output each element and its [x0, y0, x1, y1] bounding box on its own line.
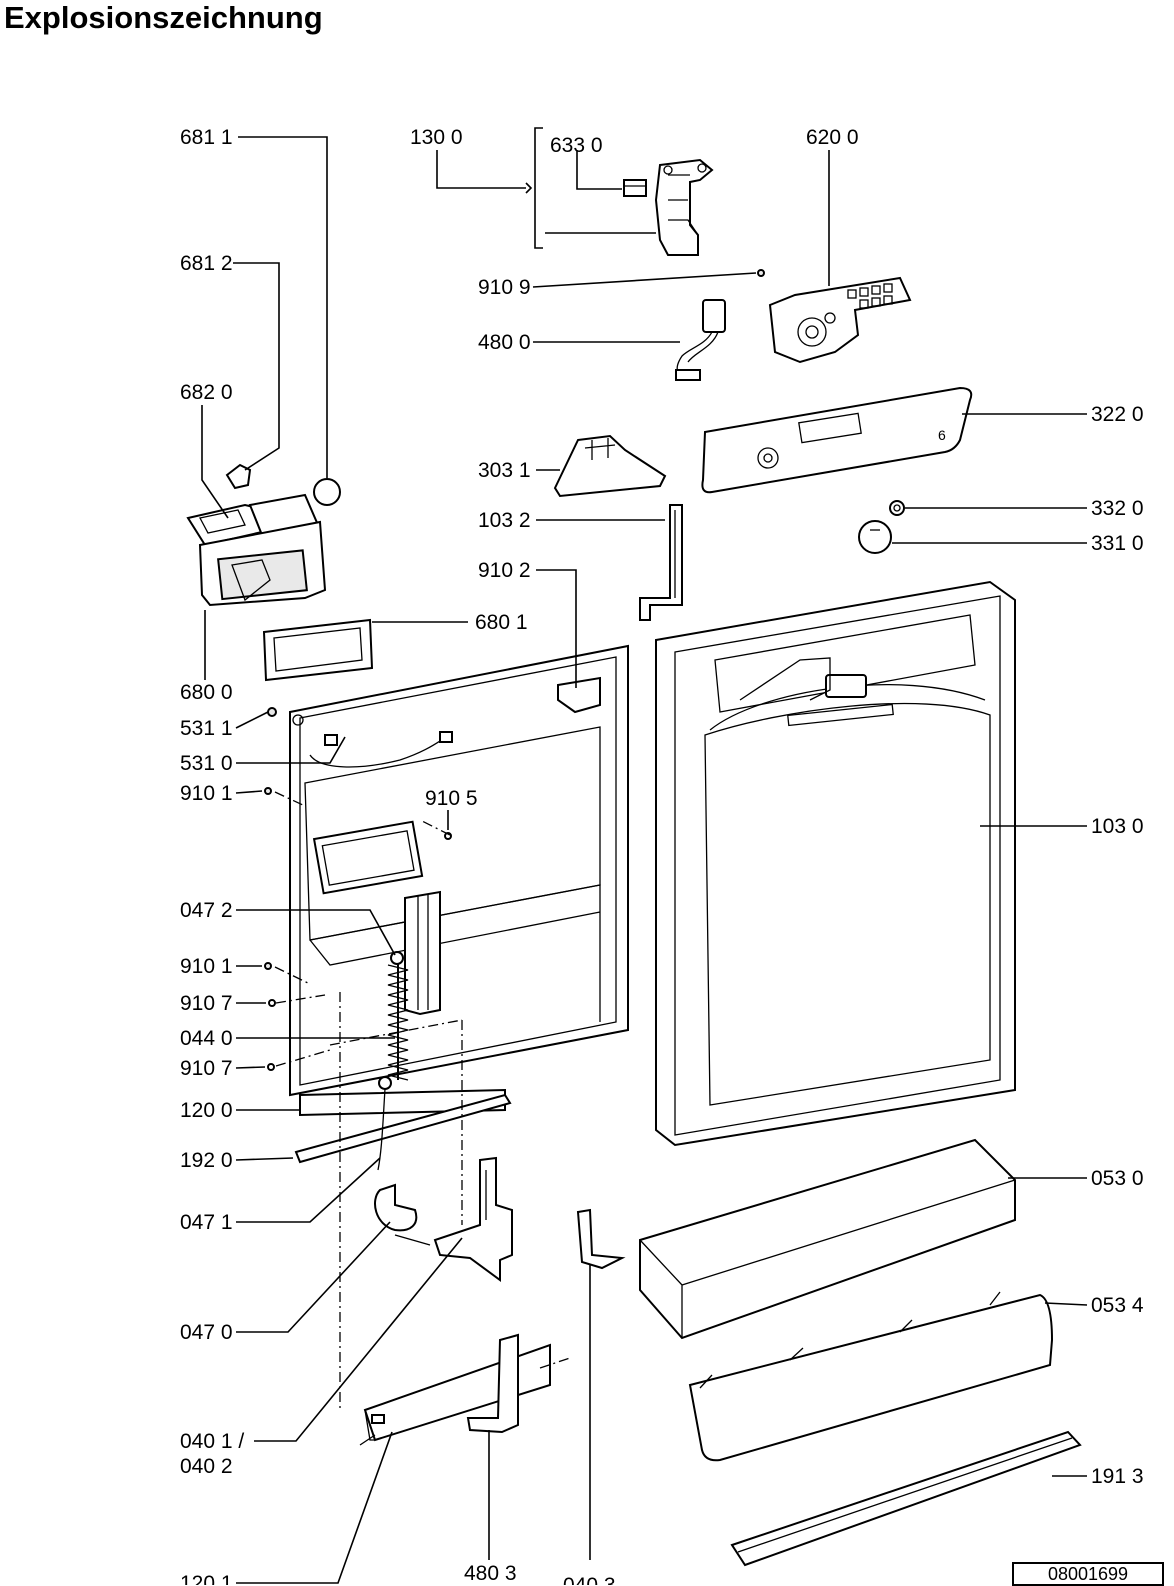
drawing-number-box: 08001699	[1012, 1562, 1164, 1586]
label-331-0: 331 0	[1091, 532, 1144, 555]
part-strip-192-0	[294, 1093, 512, 1164]
svg-text:6: 6	[938, 427, 946, 443]
label-681-2: 681 2	[180, 252, 233, 275]
part-spring-044-0	[378, 951, 409, 1090]
part-control-panel-322-0: 6	[701, 386, 973, 494]
label-910-1-a: 910 1	[180, 782, 233, 805]
label-103-2: 103 2	[478, 509, 531, 532]
part-strip-191-3	[730, 1430, 1082, 1567]
label-910-5: 910 5	[425, 787, 478, 810]
label-047-1: 047 1	[180, 1211, 233, 1234]
part-outer-door-103-0	[655, 580, 1016, 1147]
label-191-3: 191 3	[1091, 1465, 1144, 1488]
part-gasket-680-1	[262, 618, 374, 682]
part-detergent-dispenser-680-0	[186, 493, 327, 607]
label-910-1-b: 910 1	[180, 955, 233, 978]
label-680-0: 680 0	[180, 681, 233, 704]
part-wiring-harness-480-0	[675, 299, 726, 381]
part-kick-panel-053-4	[688, 1291, 1054, 1462]
leader-lines	[201, 136, 1088, 1584]
label-130-0: 130 0	[410, 126, 463, 149]
part-bracket-480-3	[466, 1333, 519, 1434]
label-910-2: 910 2	[478, 559, 531, 582]
part-toe-kick-053-0	[639, 1138, 1016, 1340]
label-303-1: 303 1	[478, 459, 531, 482]
label-120-1: 120 1	[180, 1572, 233, 1585]
label-103-0: 103 0	[1091, 815, 1144, 838]
label-053-4: 053 4	[1091, 1294, 1144, 1317]
part-angle-040-3	[576, 1208, 626, 1270]
label-192-0: 192 0	[180, 1149, 233, 1172]
label-682-0: 682 0	[180, 381, 233, 404]
label-322-0: 322 0	[1091, 403, 1144, 426]
label-053-0: 053 0	[1091, 1167, 1144, 1190]
label-531-1: 531 1	[180, 717, 233, 740]
label-910-7-b: 910 7	[180, 1057, 233, 1080]
label-332-0: 332 0	[1091, 497, 1144, 520]
part-clip-681-2	[225, 463, 252, 490]
label-047-0: 047 0	[180, 1321, 233, 1344]
label-681-1: 681 1	[180, 126, 233, 149]
label-040-2: 040 2	[180, 1455, 233, 1478]
part-inner-door-120-0	[289, 644, 629, 1117]
part-hinge-bracket-040-1	[433, 1156, 513, 1282]
part-screw-910-9	[757, 269, 765, 277]
label-633-0: 633 0	[550, 134, 603, 157]
part-control-board-620-0	[768, 276, 912, 364]
part-hinge-assembly-130	[436, 127, 714, 256]
label-531-0: 531 0	[180, 752, 233, 775]
part-screws	[264, 707, 452, 1071]
label-047-2: 047 2	[180, 899, 233, 922]
label-680-1: 680 1	[475, 611, 528, 634]
part-hinge-arm-047-0	[374, 1183, 431, 1246]
label-620-0: 620 0	[806, 126, 859, 149]
part-seal-681-1	[313, 478, 341, 506]
part-labels: 681 1 130 0 633 0 620 0 681 2 910 9 480 …	[180, 126, 1144, 1585]
part-bottom-panel-120-1	[359, 1343, 551, 1446]
label-044-0: 044 0	[180, 1027, 233, 1050]
label-040-3: 040 3	[563, 1574, 616, 1585]
label-910-7-a: 910 7	[180, 992, 233, 1015]
part-latch-rod-103-2	[639, 504, 683, 621]
assembly-lines	[274, 791, 571, 1410]
label-480-3: 480 3	[464, 1562, 517, 1585]
part-knob-cap-332-0	[889, 500, 905, 516]
label-910-9: 910 9	[478, 276, 531, 299]
label-040-1: 040 1 /	[180, 1430, 244, 1453]
label-120-0: 120 0	[180, 1099, 233, 1122]
part-cable-047-1	[377, 1088, 386, 1171]
label-480-0: 480 0	[478, 331, 531, 354]
page-title: Explosionszeichnung	[4, 0, 323, 35]
part-program-knob-331-0	[858, 520, 892, 554]
part-door-handle-303-1	[553, 434, 667, 498]
